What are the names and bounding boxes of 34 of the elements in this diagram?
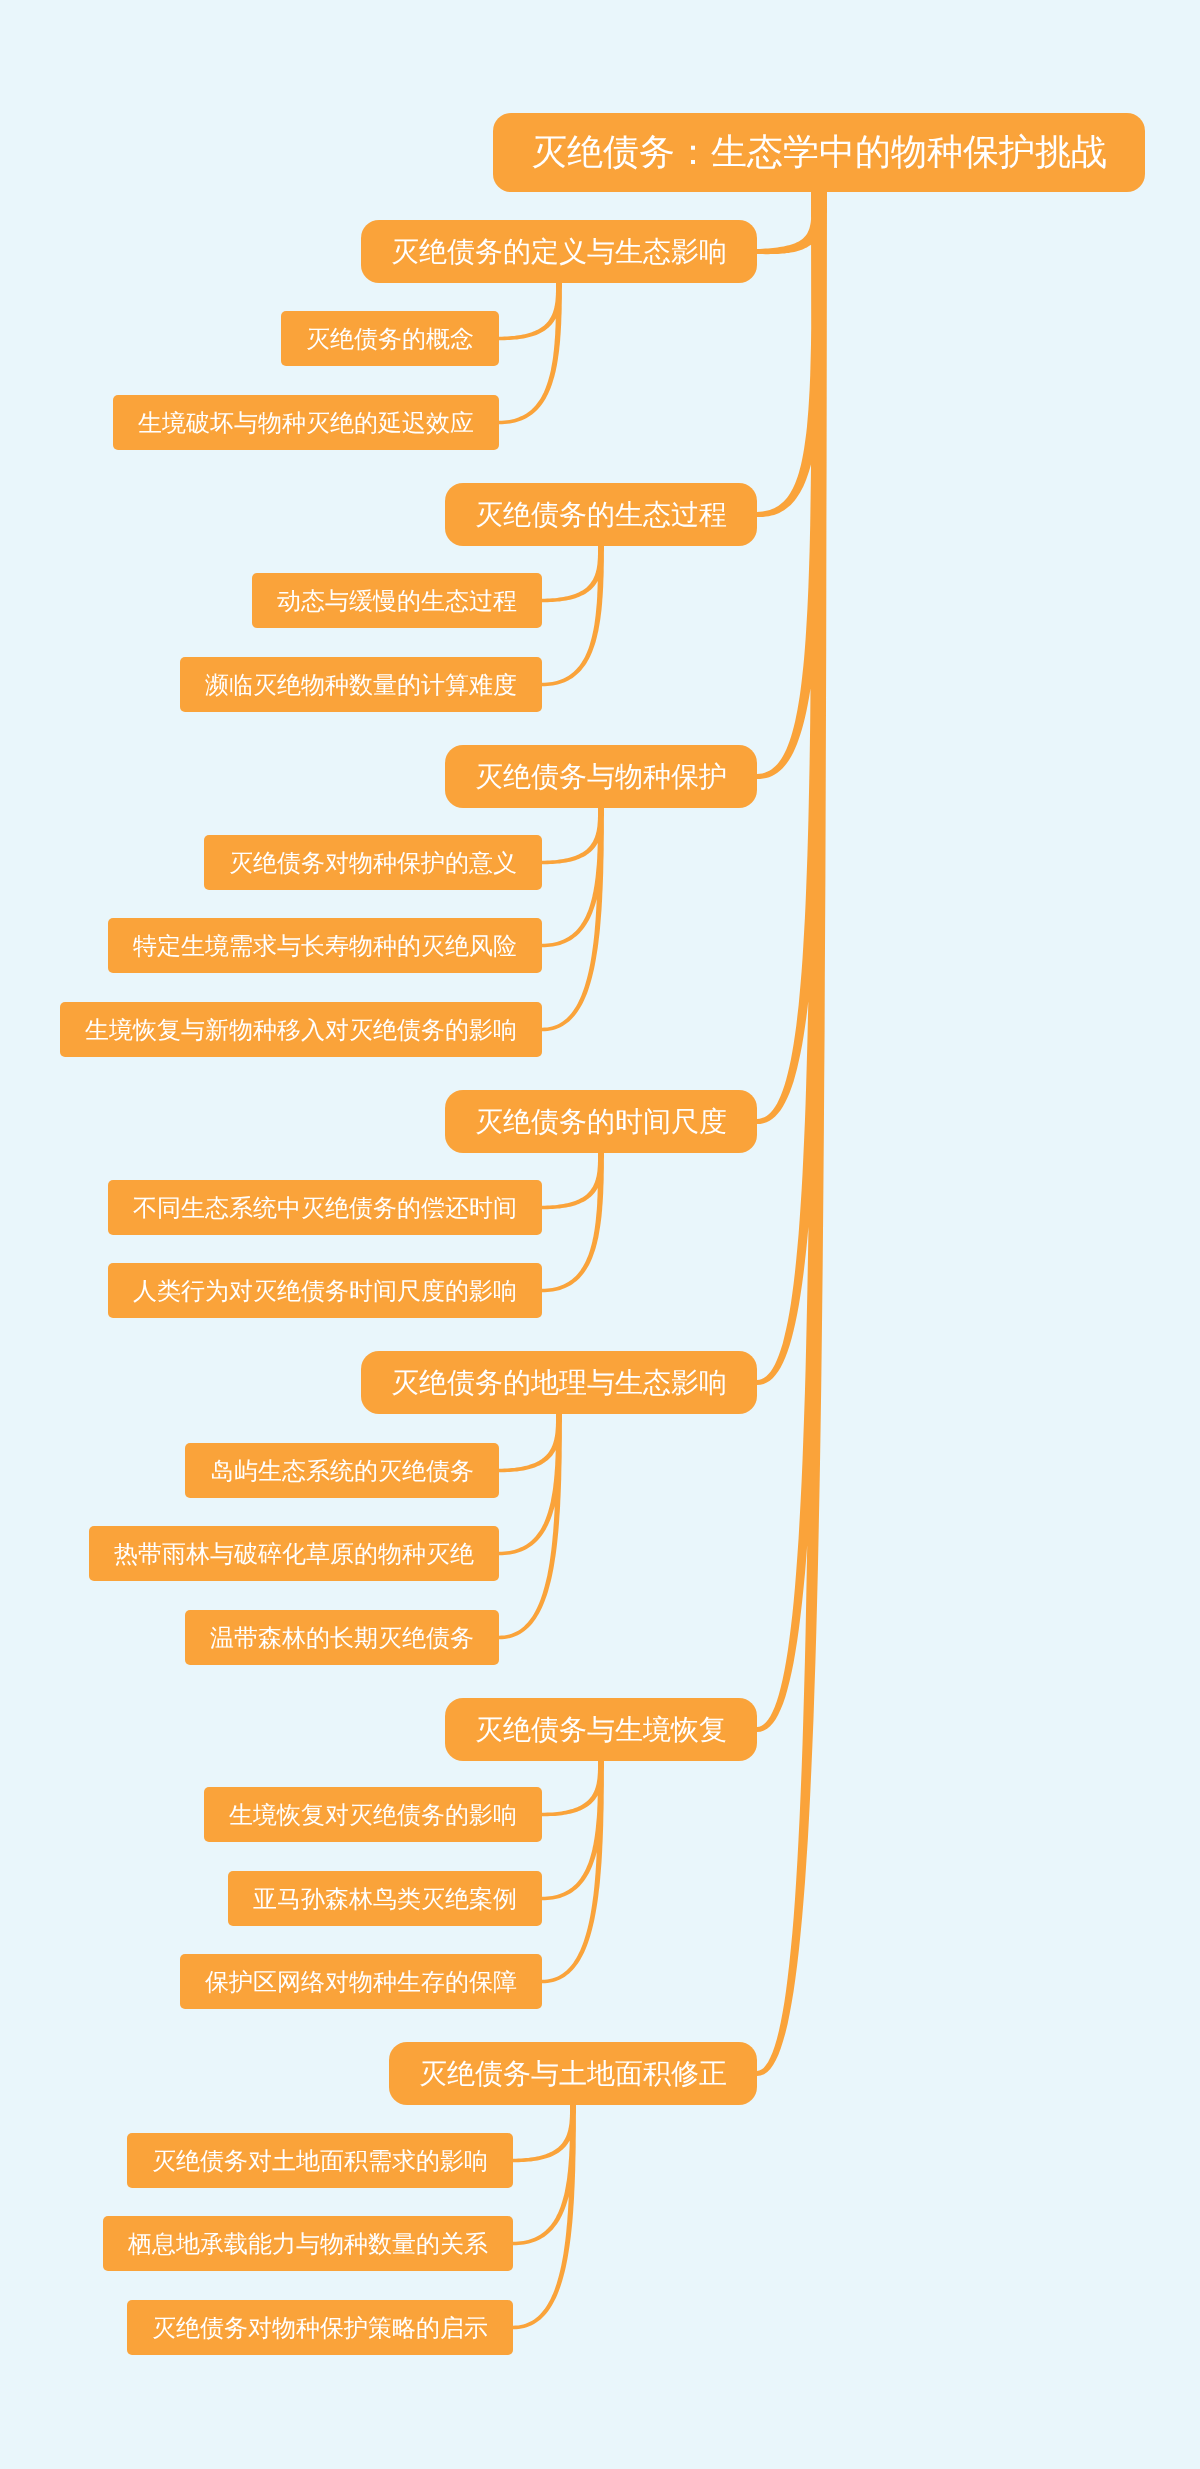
subtopic-box: 生境恢复与新物种移入对灭绝债务的影响 xyxy=(60,1002,542,1057)
subtopic-box: 温带森林的长期灭绝债务 xyxy=(185,1610,499,1665)
branch-line xyxy=(499,1414,562,1640)
branch-line xyxy=(757,192,827,2076)
subtopic-box: 生境恢复对灭绝债务的影响 xyxy=(204,1787,542,1842)
subtopic-box: 灭绝债务的概念 xyxy=(281,311,499,366)
subtopic-box: 栖息地承载能力与物种数量的关系 xyxy=(103,2216,513,2271)
subtopic-box: 灭绝债务对物种保护策略的启示 xyxy=(127,2300,513,2355)
subtopic-box: 保护区网络对物种生存的保障 xyxy=(180,1954,542,2009)
branch-line xyxy=(513,2105,576,2330)
subtopic-box: 岛屿生态系统的灭绝债务 xyxy=(185,1443,499,1498)
topic-box: 灭绝债务与物种保护 xyxy=(445,745,757,808)
topic-box: 灭绝债务的时间尺度 xyxy=(445,1090,757,1153)
branch-line xyxy=(542,808,604,1032)
topic-box: 灭绝债务与生境恢复 xyxy=(445,1698,757,1761)
branch-line xyxy=(499,283,562,425)
subtopic-box: 动态与缓慢的生态过程 xyxy=(252,573,542,628)
topic-box: 灭绝债务的生态过程 xyxy=(445,483,757,546)
subtopic-box: 亚马孙森林鸟类灭绝案例 xyxy=(228,1871,542,1926)
subtopic-box: 灭绝债务对土地面积需求的影响 xyxy=(127,2133,513,2188)
branch-line xyxy=(542,546,604,687)
subtopic-box: 灭绝债务对物种保护的意义 xyxy=(204,835,542,890)
subtopic-box: 人类行为对灭绝债务时间尺度的影响 xyxy=(108,1263,542,1318)
subtopic-box: 特定生境需求与长寿物种的灭绝风险 xyxy=(108,918,542,973)
subtopic-box: 生境破坏与物种灭绝的延迟效应 xyxy=(113,395,499,450)
topic-box: 灭绝债务的地理与生态影响 xyxy=(361,1351,757,1414)
branch-line xyxy=(542,1761,604,1984)
subtopic-box: 热带雨林与破碎化草原的物种灭绝 xyxy=(89,1526,499,1581)
subtopic-box: 不同生态系统中灭绝债务的偿还时间 xyxy=(108,1180,542,1235)
topic-box: 灭绝债务的定义与生态影响 xyxy=(361,220,757,283)
branch-line xyxy=(542,1153,604,1293)
central-topic-box: 灭绝债务：生态学中的物种保护挑战 xyxy=(493,113,1145,192)
topic-box: 灭绝债务与土地面积修正 xyxy=(389,2042,757,2105)
subtopic-box: 濒临灭绝物种数量的计算难度 xyxy=(180,657,542,712)
